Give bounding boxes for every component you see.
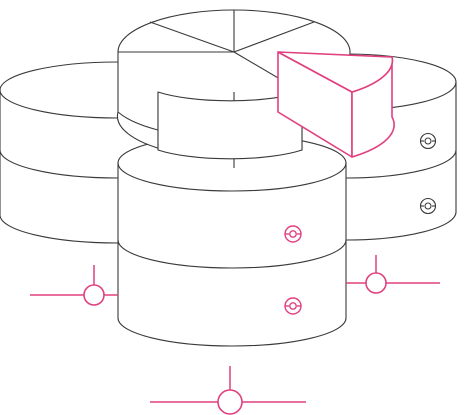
pie-slice-icon	[277, 51, 395, 158]
network-node-icon	[30, 265, 118, 306]
drive-port-icon	[284, 297, 302, 315]
drive-port-icon	[419, 197, 437, 215]
network-node-icon	[150, 366, 306, 415]
network-node-icon	[346, 255, 440, 294]
drive-port-icon	[284, 225, 302, 243]
drive-port-icon	[419, 132, 437, 150]
front-database-stack	[117, 134, 347, 347]
